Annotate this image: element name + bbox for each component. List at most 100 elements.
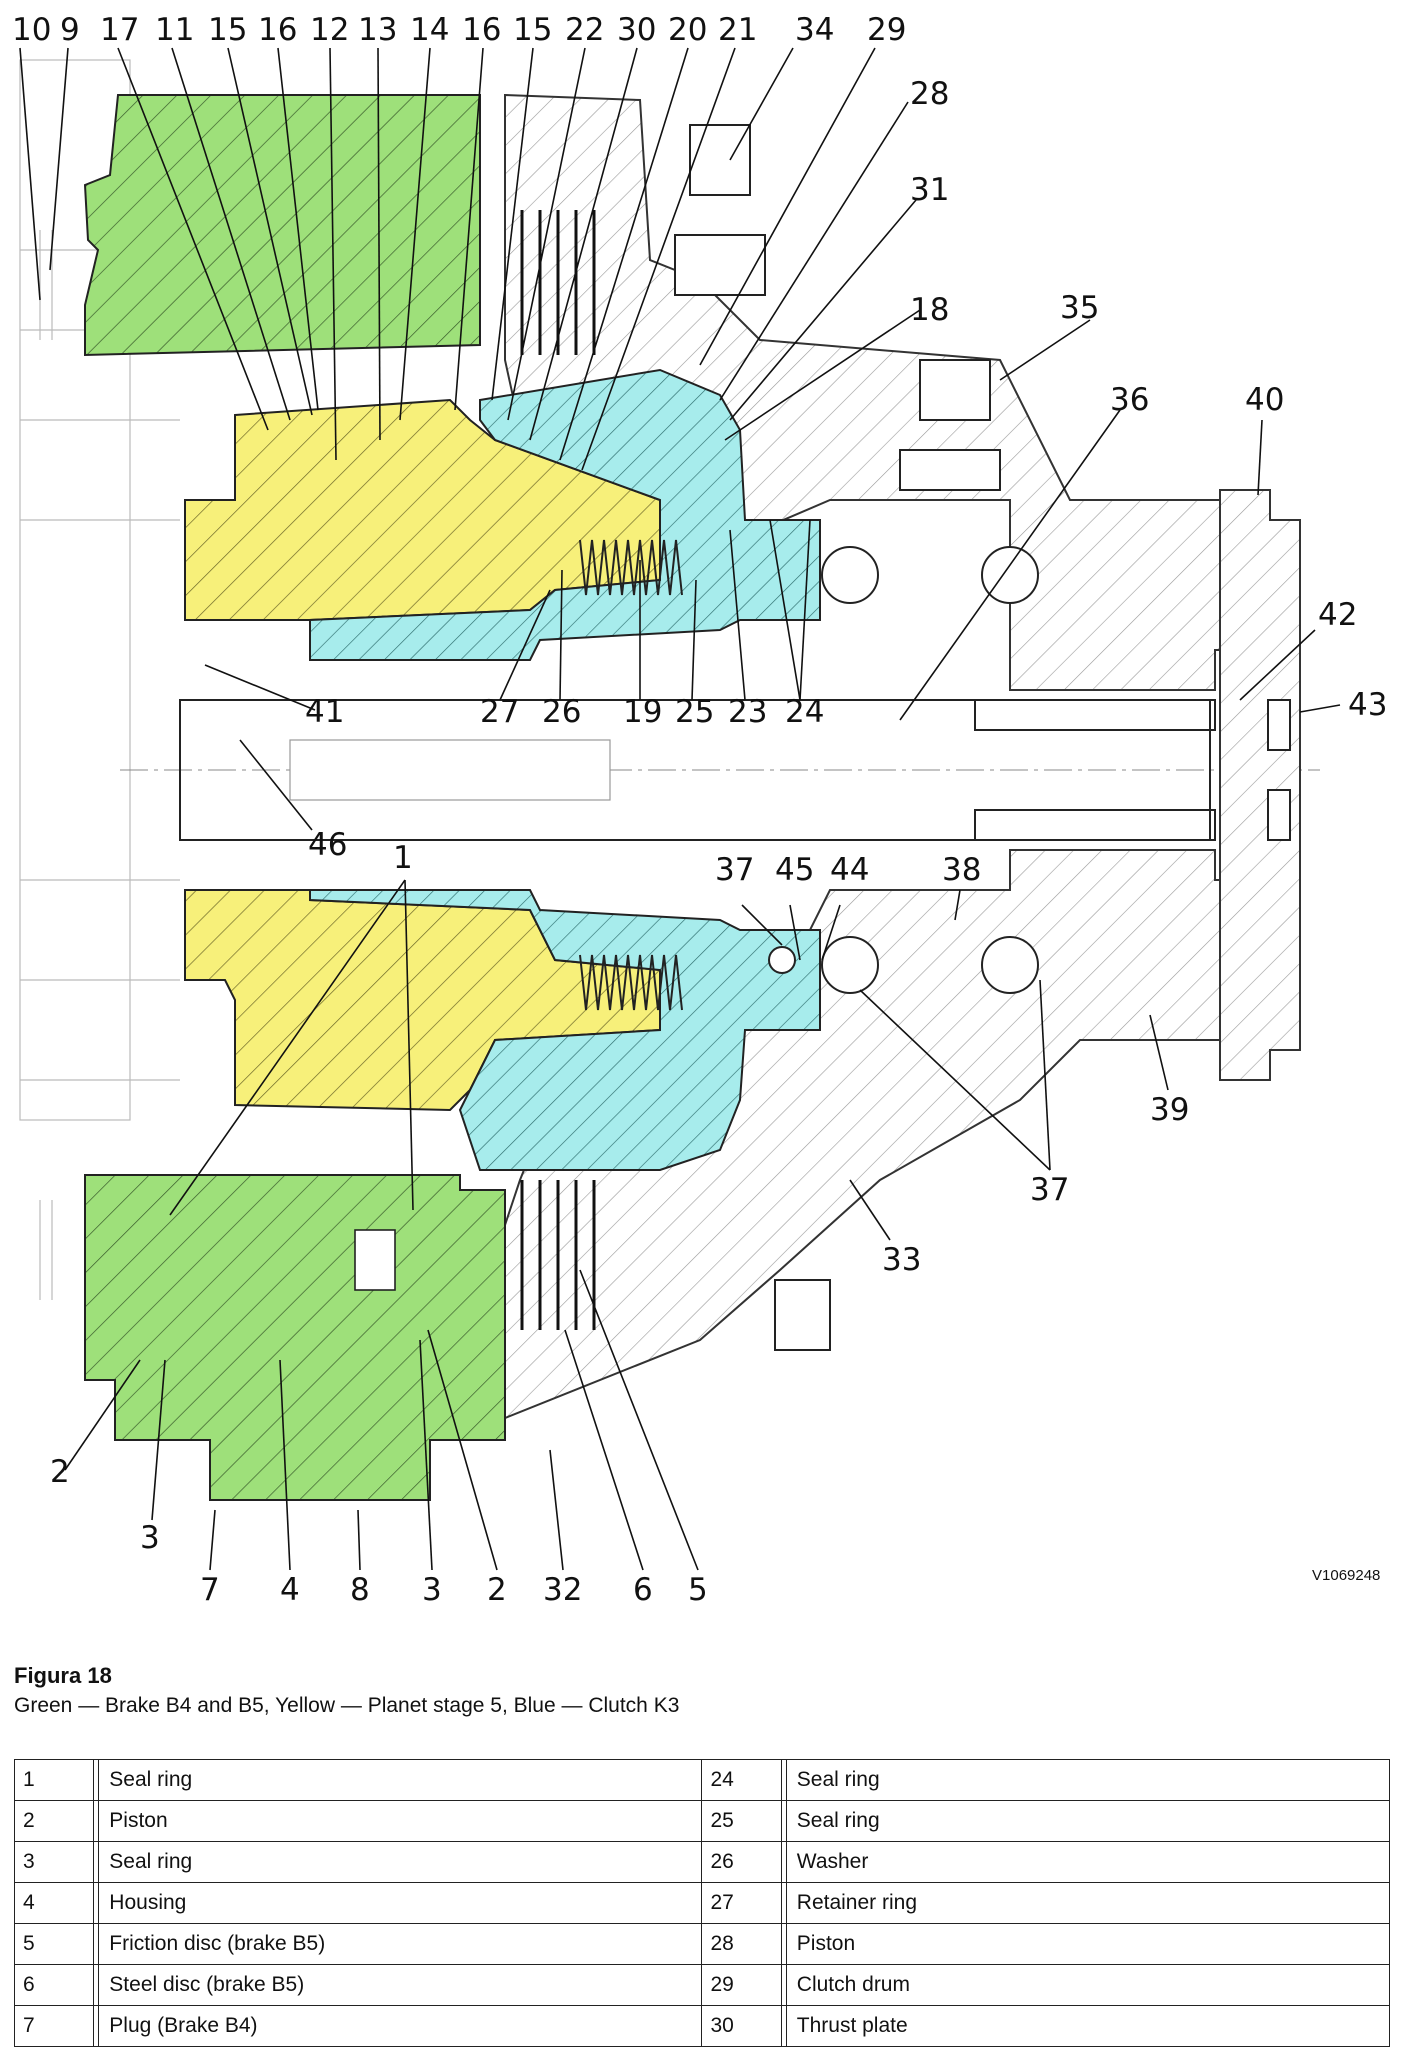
part-number: 29	[701, 1964, 782, 2006]
callout-6: 6	[633, 1572, 653, 1608]
callout-2b: 2	[487, 1572, 507, 1608]
callout-33: 33	[882, 1242, 921, 1278]
callout-15b: 15	[513, 12, 552, 48]
part-number: 25	[701, 1800, 782, 1842]
leader-lines	[19, 47, 1341, 1571]
callout-25: 25	[675, 694, 714, 730]
callout-26: 26	[542, 694, 581, 730]
part-label: Thrust plate	[785, 2005, 1391, 2047]
callout-32: 32	[543, 1572, 582, 1608]
callout-36: 36	[1110, 382, 1149, 418]
callout-13: 13	[358, 12, 397, 48]
callout-10: 10	[12, 12, 51, 48]
callout-5: 5	[688, 1572, 708, 1608]
callout-41: 41	[305, 694, 344, 730]
callout-23: 23	[728, 694, 767, 730]
callout-15: 15	[208, 12, 247, 48]
table-row: 3 Seal ring 26 Washer	[13, 1841, 1391, 1883]
part-number: 26	[701, 1841, 782, 1883]
part-label: Piston	[98, 1800, 703, 1842]
callout-17: 17	[100, 12, 139, 48]
callout-4: 4	[280, 1572, 300, 1608]
callout-35: 35	[1060, 290, 1099, 326]
callout-39: 39	[1150, 1092, 1189, 1128]
parts-legend-table: 1 Seal ring 24 Seal ring 2 Piston 25 Sea…	[13, 1759, 1391, 2047]
callout-11: 11	[155, 12, 194, 48]
reference-code: V1069248	[1312, 1567, 1381, 1584]
central-shaft	[120, 699, 1320, 841]
part-number: 6	[13, 1964, 95, 2006]
fittings	[674, 124, 1291, 1351]
callout-3b: 3	[422, 1572, 442, 1608]
callout-3: 3	[140, 1520, 160, 1556]
part-label: Piston	[785, 1923, 1391, 1965]
callout-31: 31	[910, 172, 949, 208]
table-row: 7 Plug (Brake B4) 30 Thrust plate	[13, 2005, 1391, 2047]
callout-42: 42	[1318, 597, 1357, 633]
callout-18: 18	[910, 292, 949, 328]
callout-24: 24	[785, 694, 824, 730]
callout-45: 45	[775, 852, 814, 888]
part-number: 27	[701, 1882, 782, 1924]
return-spring-top	[579, 539, 683, 596]
part-label: Retainer ring	[785, 1882, 1391, 1924]
part-label: Clutch drum	[785, 1964, 1391, 2006]
part-number: 2	[13, 1800, 95, 1842]
part-label: Seal ring	[785, 1800, 1391, 1842]
callout-labels: 10 9 17 11 15 16 12 13 14 16 15 22 30 20…	[12, 12, 1387, 1608]
part-number: 28	[701, 1923, 782, 1965]
callout-46: 46	[308, 827, 347, 863]
callout-21: 21	[718, 12, 757, 48]
table-row: 4 Housing 27 Retainer ring	[13, 1882, 1391, 1924]
part-number: 30	[701, 2005, 782, 2047]
callout-43: 43	[1348, 687, 1387, 723]
callout-19: 19	[623, 694, 662, 730]
brake-housing-top	[83, 94, 481, 357]
figure-title: Figura 18	[14, 1663, 112, 1688]
part-number: 4	[13, 1882, 95, 1924]
callout-22: 22	[565, 12, 604, 48]
part-label: Steel disc (brake B5)	[98, 1964, 703, 2006]
return-spring-bottom	[579, 954, 683, 1011]
callout-40: 40	[1245, 382, 1284, 418]
callout-2: 2	[50, 1454, 70, 1490]
callout-44: 44	[830, 852, 869, 888]
callout-30: 30	[617, 12, 656, 48]
callout-38: 38	[942, 852, 981, 888]
clutch-bottom	[309, 889, 821, 1171]
callout-1: 1	[393, 840, 413, 876]
part-label: Seal ring	[785, 1759, 1391, 1801]
part-number: 1	[13, 1759, 95, 1801]
bearings	[768, 546, 1039, 994]
figure-caption: Green — Brake B4 and B5, Yellow — Planet…	[14, 1694, 680, 1717]
callout-28: 28	[910, 76, 949, 112]
callout-34: 34	[795, 12, 834, 48]
part-label: Washer	[785, 1841, 1391, 1883]
part-number: 5	[13, 1923, 95, 1965]
part-number: 3	[13, 1841, 95, 1883]
table-spacer	[93, 2005, 100, 2047]
part-label: Seal ring	[98, 1841, 703, 1883]
callout-29: 29	[867, 12, 906, 48]
part-number: 24	[701, 1759, 782, 1801]
callout-20: 20	[668, 12, 707, 48]
callout-16: 16	[258, 12, 297, 48]
part-label: Friction disc (brake B5)	[98, 1923, 703, 1965]
callout-9: 9	[60, 12, 80, 48]
table-row: 5 Friction disc (brake B5) 28 Piston	[13, 1923, 1391, 1965]
disc-pack-top	[520, 210, 596, 355]
table-row: 1 Seal ring 24 Seal ring	[13, 1759, 1391, 1801]
part-number: 7	[13, 2005, 95, 2047]
callout-14: 14	[410, 12, 449, 48]
table-spacer	[780, 2005, 787, 2047]
callout-37: 37	[715, 852, 754, 888]
part-label: Seal ring	[98, 1759, 703, 1801]
part-label: Plug (Brake B4)	[98, 2005, 703, 2047]
table-row: 6 Steel disc (brake B5) 29 Clutch drum	[13, 1964, 1391, 2006]
callout-12: 12	[310, 12, 349, 48]
callout-7: 7	[200, 1572, 220, 1608]
brake-housing-bottom	[84, 1174, 506, 1501]
part-label: Housing	[98, 1882, 703, 1924]
callout-37b: 37	[1030, 1172, 1069, 1208]
callout-16b: 16	[462, 12, 501, 48]
